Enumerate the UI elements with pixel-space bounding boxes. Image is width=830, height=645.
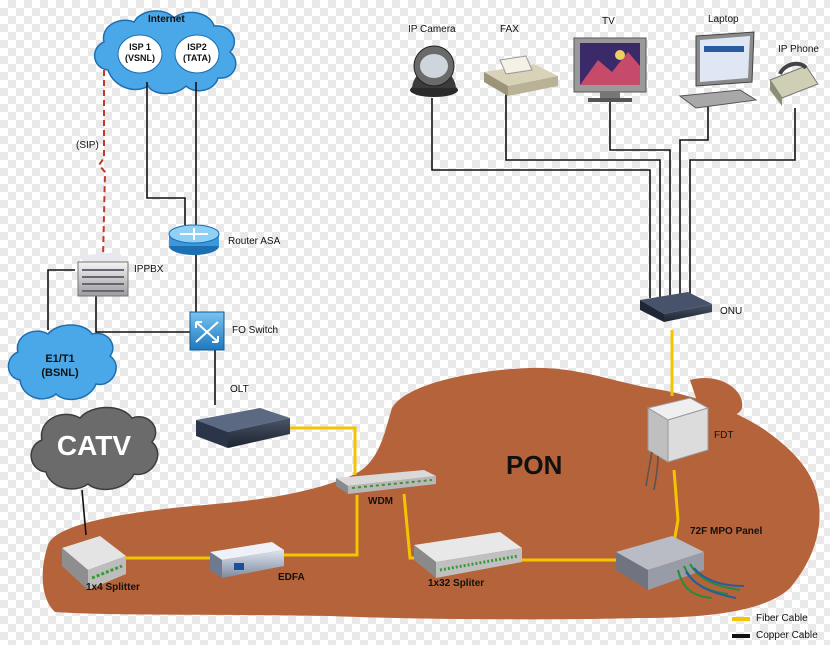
pon-label: PON xyxy=(506,450,563,480)
onu xyxy=(640,292,712,322)
tv-label: TV xyxy=(602,16,615,27)
router-asa xyxy=(168,224,220,255)
fo-switch-label: FO Switch xyxy=(232,325,279,336)
isp2-label: ISP2 (TATA) xyxy=(183,42,211,63)
router-label: Router ASA xyxy=(228,236,281,247)
edfa xyxy=(210,542,284,578)
fdt xyxy=(645,397,710,491)
splitter-1x32-label: 1x32 Spliter xyxy=(428,578,485,589)
olt-label: OLT xyxy=(230,384,249,395)
ip-camera-label: IP Camera xyxy=(408,24,456,35)
splitter-1x4 xyxy=(62,536,126,590)
splitter-1x32 xyxy=(414,532,522,578)
fax-label: FAX xyxy=(500,24,519,35)
laptop-label: Laptop xyxy=(708,14,739,25)
ip-phone-device xyxy=(769,61,819,106)
ippbx xyxy=(77,252,129,297)
mpo-panel xyxy=(616,536,745,599)
fax-device xyxy=(484,55,558,96)
wdm-label: WDM xyxy=(368,496,393,507)
e1t1-label: E1/T1 (BSNL) xyxy=(41,353,79,379)
legend-copper-label: Copper Cable xyxy=(756,630,818,641)
olt xyxy=(196,408,290,448)
legend xyxy=(732,617,750,638)
catv-label: CATV xyxy=(56,430,132,461)
e1t1-cloud xyxy=(7,324,117,401)
laptop-device xyxy=(678,31,758,109)
ip-camera-device xyxy=(410,45,458,97)
tv-device xyxy=(573,37,647,102)
wdm xyxy=(336,470,436,494)
splitter-1x4-label: 1x4 Splitter xyxy=(86,582,140,593)
sip-link xyxy=(97,70,107,259)
legend-fiber-label: Fiber Cable xyxy=(756,613,808,624)
mpo-panel-label: 72F MPO Panel xyxy=(690,526,763,537)
ippbx-label: IPPBX xyxy=(134,264,164,275)
copper-cables xyxy=(47,82,796,536)
ip-phone-label: IP Phone xyxy=(778,44,819,55)
fdt-label: FDT xyxy=(714,430,734,441)
internet-title: Internet xyxy=(148,14,185,25)
fiber-cables xyxy=(120,330,680,562)
catv-cloud xyxy=(30,406,159,491)
fo-switch xyxy=(189,311,225,351)
sip-label: (SIP) xyxy=(76,140,99,151)
edfa-label: EDFA xyxy=(278,572,305,583)
onu-label: ONU xyxy=(720,306,743,317)
isp1-label: ISP 1 (VSNL) xyxy=(125,42,155,63)
internet-cloud xyxy=(94,10,237,95)
